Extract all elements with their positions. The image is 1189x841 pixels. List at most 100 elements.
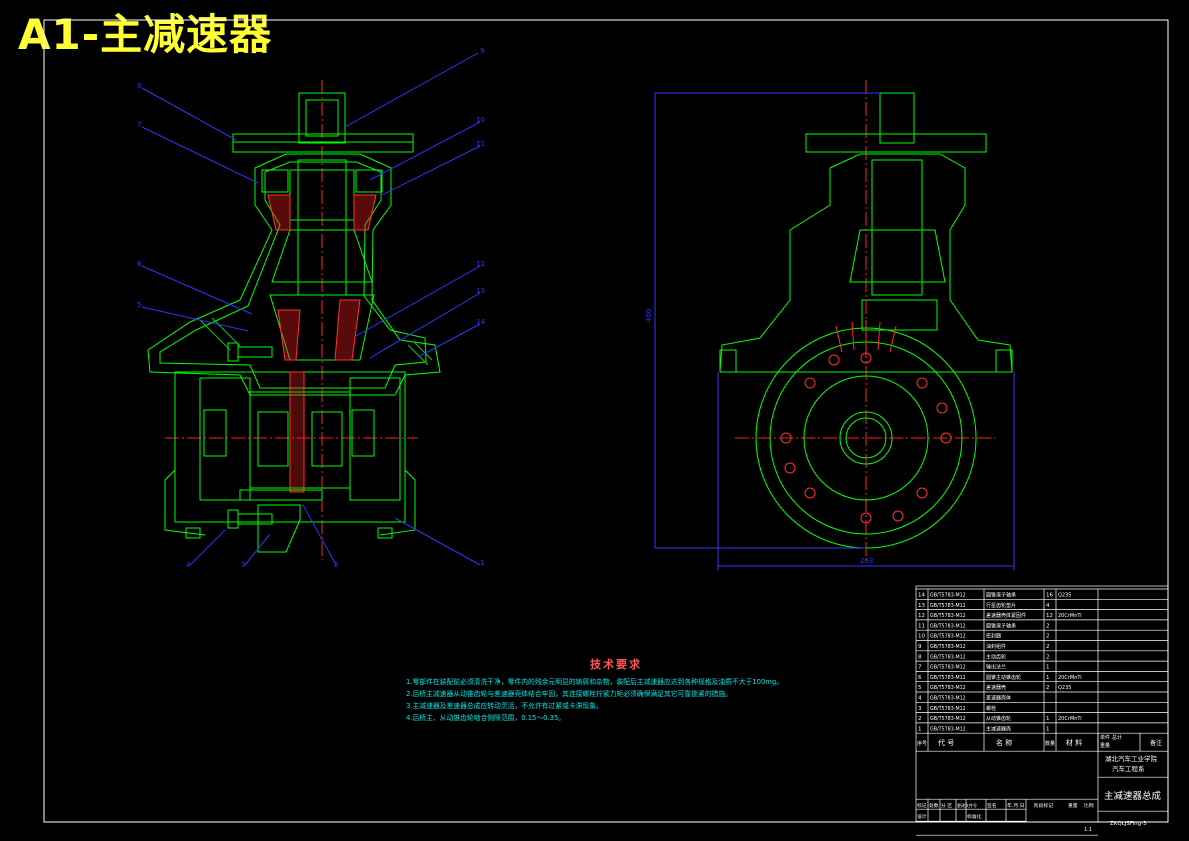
input-flange (232, 133, 414, 153)
bom-row-no: 11 (918, 623, 925, 629)
bom-row-name: 圆锥滚子轴承 (986, 592, 1016, 599)
bom-row-name: 圆锥主动锥齿轮 (986, 674, 1021, 681)
bom-row-no: 9 (918, 644, 922, 650)
callout-8: 8 (137, 82, 141, 90)
callout-13: 13 (476, 287, 485, 295)
label-standard: 标准化 (967, 813, 982, 820)
bom-row-qty: 2 (1046, 634, 1050, 640)
bom-row-qty: 1 (1046, 665, 1050, 671)
label-change-no: 更改文件号 (957, 802, 977, 808)
label-stage: 阶段标记 (1034, 802, 1053, 809)
bom-row-code: GB/T5783-M12 (930, 644, 966, 650)
bom-row-no: 8 (918, 654, 922, 660)
label-mark: 标记 (917, 802, 927, 809)
bom-row-qty: 2 (1046, 685, 1050, 691)
label-weight: 重量 (1068, 802, 1078, 809)
ring-gear (257, 504, 301, 553)
bom-row-name: 行星齿轮垫片 (986, 602, 1016, 609)
bom-row-name: 油封组件 (986, 643, 1006, 650)
callout-11: 11 (476, 140, 485, 148)
bom-header-total: 总计 (1112, 734, 1122, 741)
bom-row-no: 14 (918, 593, 925, 599)
bom-row-code: GB/T5783-M12 (930, 696, 966, 702)
left-section-view (147, 80, 441, 560)
label-design: 设计 (917, 813, 927, 820)
bom-row-qty: 2 (1046, 623, 1050, 629)
differential-case (249, 391, 351, 489)
bom-row-code: GB/T5783-M12 (930, 654, 966, 660)
drawing-title: 主减速器总成 (1104, 790, 1162, 802)
bom-row-qty: 1 (1046, 716, 1050, 722)
label-date: 年.月.日 (1007, 802, 1024, 809)
label-scale: 比例 (1084, 802, 1094, 809)
dim-horizontal-label: 263 (860, 557, 873, 565)
callout-9: 9 (480, 47, 484, 55)
bom-header-material: 材 料 (1066, 738, 1082, 747)
bom-header-qty: 数量 (1045, 740, 1055, 747)
bom-row-name: 输出法兰 (986, 664, 1006, 671)
right-housing-outline (719, 153, 1013, 373)
bom-row-qty: 16 (1046, 593, 1053, 599)
bom-row-code: GB/T5783-M12 (930, 665, 966, 671)
bom-row-no: 6 (918, 675, 922, 681)
bom-row-no: 1 (918, 726, 922, 732)
bom-row-name: 差速器壳体紧固件 (986, 612, 1026, 619)
callout-7: 7 (137, 121, 141, 129)
bom-row-name: 差速器壳 (986, 684, 1006, 691)
bearing-upper-left (261, 169, 289, 193)
bom-row-qty: 4 (1046, 603, 1050, 609)
title-block (915, 585, 1169, 836)
bom-row-no: 7 (918, 665, 922, 671)
school-name: 湖北汽车工业学院 (1105, 754, 1158, 763)
bom-row-no: 3 (918, 706, 922, 712)
bom-header-single: 单件 (1100, 734, 1110, 741)
callout-1: 1 (480, 559, 484, 567)
callout-5: 5 (137, 301, 141, 309)
drawing-number: ZKQLJSFing-3 (1110, 821, 1147, 827)
tech-heading: 技术要求 (590, 658, 642, 671)
bom-row-qty: 2 (1046, 654, 1050, 660)
callout-2: 2 (334, 561, 338, 569)
bom-row-name: 密封圈 (986, 633, 1001, 640)
technical-requirements: 技术要求 1.零部件在装配前必须清洗干净，零件内的残余元明显的铸屑和杂物，装配后… (406, 656, 826, 724)
bom-row-code: GB/T5783-M12 (930, 613, 966, 619)
callout-10: 10 (476, 116, 485, 124)
bom-row-name: 差速器壳体 (986, 695, 1011, 702)
tech-item-3: 3.主减速器及差速器总成应转动灵活，不允许有过紧或卡滞现象。 (406, 702, 603, 710)
bom-row-name: 从动锥齿轮 (986, 715, 1011, 722)
callout-14: 14 (476, 318, 485, 326)
bom-header-weight: 重量 (1100, 742, 1110, 749)
ring-gear-inner (803, 375, 929, 501)
label-count: 处数 (929, 802, 939, 809)
department-name: 汽车工程系 (1112, 764, 1145, 773)
bom-row-code: GB/T5783-M12 (930, 675, 966, 681)
bom-row-qty: 1 (1046, 675, 1050, 681)
dim-vertical-label: 400 (645, 309, 653, 322)
scale-value: 1:1 (1084, 827, 1092, 833)
bom-row-no: 4 (918, 696, 922, 702)
bom-row-qty: 1 (1046, 726, 1050, 732)
bom-row-name: 主动齿轮 (986, 653, 1006, 660)
right-pinion-nut (879, 92, 915, 144)
bom-row-code: GB/T5783-M12 (930, 685, 966, 691)
right-input-flange (805, 133, 987, 153)
drive-pinion-gear (269, 294, 375, 361)
bom-header-name: 名 称 (996, 738, 1012, 747)
hub-spline (839, 411, 893, 465)
bom-row-no: 10 (918, 634, 925, 640)
right-elevation-view (719, 80, 1013, 560)
bom-row-no: 12 (918, 613, 925, 619)
tech-item-2: 2.后桥主减速器从动锥齿轮与差速器壳体结合牢固，其连接螺栓拧紧力矩必须确保满足其… (406, 690, 732, 698)
bom-row-code: GB/T5783-M12 (930, 726, 966, 732)
bom-row-code: GB/T5783-M12 (930, 593, 966, 599)
bom-row-name: 螺栓 (986, 705, 996, 712)
pinion-nut (298, 92, 346, 144)
bom-row-no: 2 (918, 716, 922, 722)
callout-12: 12 (476, 260, 485, 268)
bom-header-remark: 备注 (1150, 739, 1162, 747)
bom-row-name: 主减速器壳 (986, 725, 1011, 732)
bom-row-qty: 12 (1046, 613, 1053, 619)
bom-row-qty: 2 (1046, 644, 1050, 650)
